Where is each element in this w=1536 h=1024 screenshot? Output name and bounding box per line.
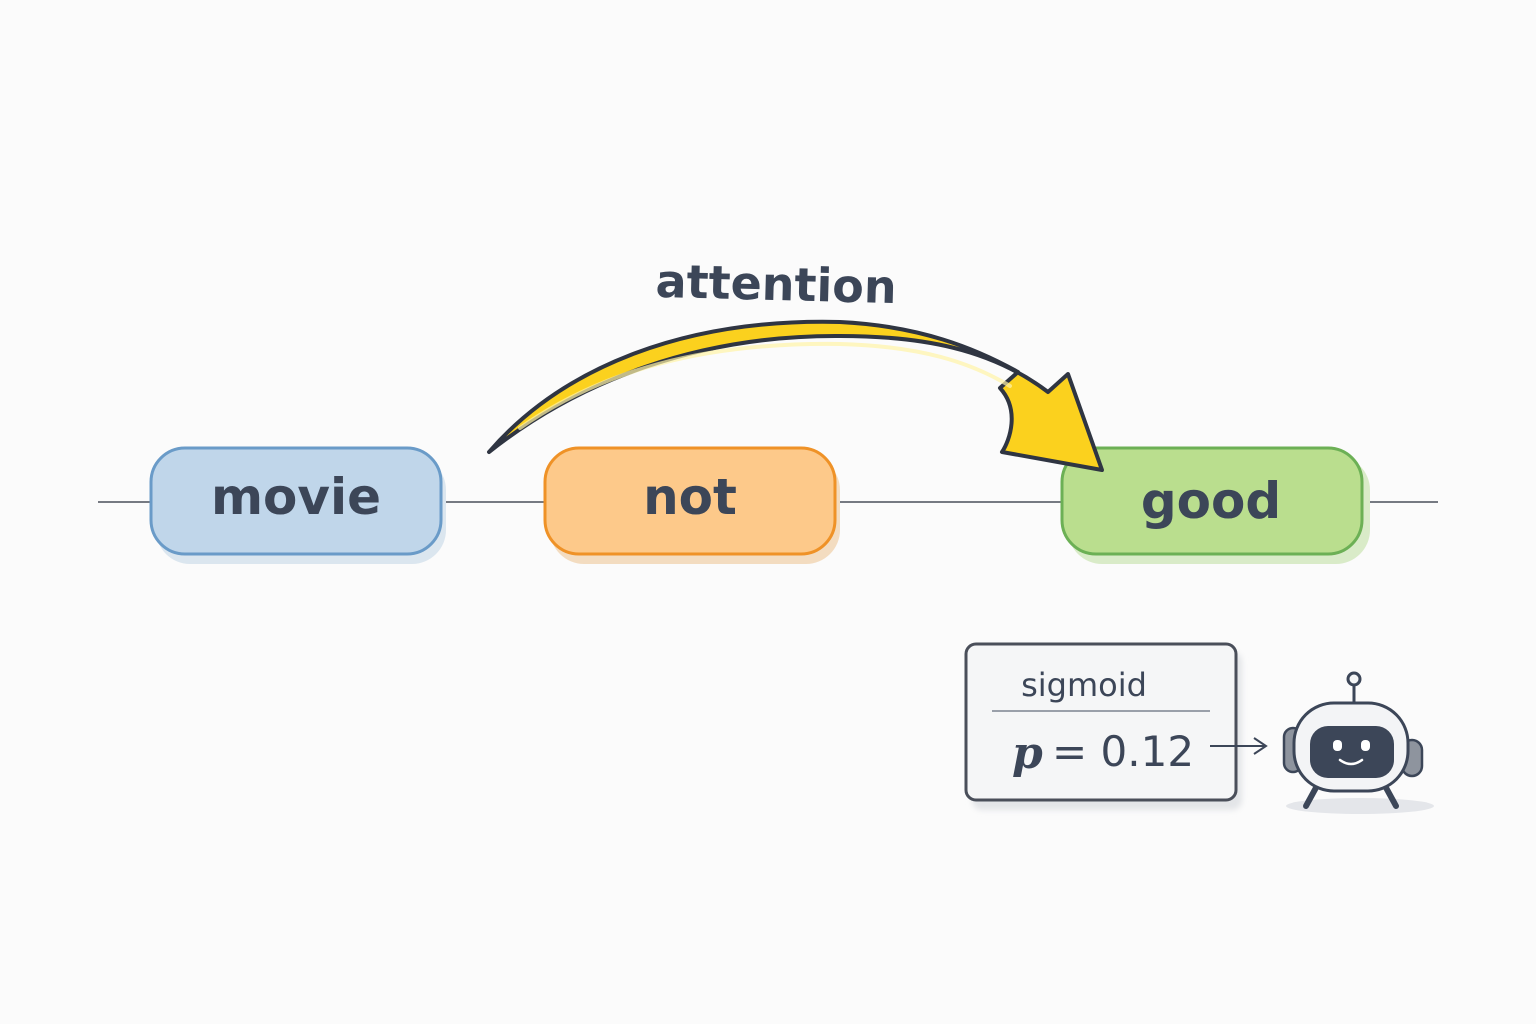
robot-left-eye <box>1333 740 1342 751</box>
robot-smile <box>1338 758 1364 766</box>
token-not: not <box>543 446 840 564</box>
token-movie: movie <box>149 446 446 564</box>
probability-value: = 0.12 <box>1052 727 1194 776</box>
token-not-pill <box>543 446 837 556</box>
attention-label: attention <box>655 254 897 314</box>
robot-icon <box>1282 671 1434 814</box>
token-good-pill <box>1060 446 1364 556</box>
output-arrow <box>1210 737 1268 755</box>
attention-arrow-highlight <box>518 341 1012 430</box>
sigmoid-box: sigmoid p = 0.12 <box>964 642 1242 810</box>
robot-face-screen <box>1310 726 1394 778</box>
sigmoid-label: sigmoid <box>1021 666 1147 704</box>
token-movie-pill <box>149 446 443 556</box>
token-good: good <box>1060 446 1370 564</box>
token-good-label: good <box>1141 472 1281 530</box>
attention-arrow <box>487 319 1104 472</box>
output-arrow-head <box>1253 737 1268 755</box>
attention-arrow-shape <box>487 319 1104 472</box>
probability-symbol: p <box>1012 728 1043 779</box>
token-movie-label: movie <box>211 468 381 526</box>
sigmoid-box-frame <box>964 642 1238 802</box>
token-not-label: not <box>643 468 737 526</box>
robot-right-eye <box>1361 740 1370 751</box>
robot-antenna-tip <box>1346 671 1362 687</box>
